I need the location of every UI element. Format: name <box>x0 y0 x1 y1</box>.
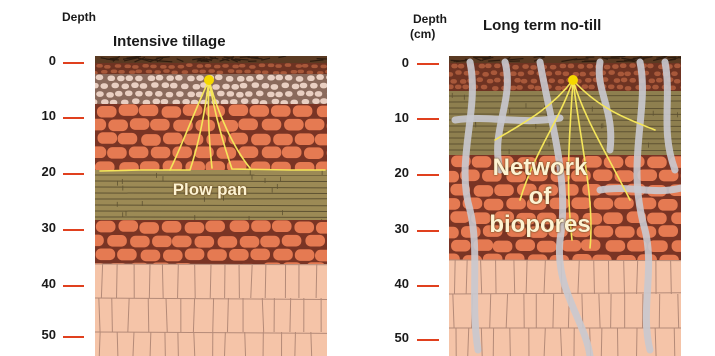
right-depth-unit: (cm) <box>410 27 435 41</box>
left-tick-0: 0 <box>22 53 56 68</box>
right-tick-50: 50 <box>375 330 409 345</box>
plow-pan-label: Plow pan <box>150 180 270 200</box>
left-tick-40: 40 <box>22 276 56 291</box>
intensive-tillage-profile <box>84 56 348 356</box>
left-tick-30: 30 <box>22 220 56 235</box>
right-tick-40: 40 <box>375 276 409 291</box>
right-tick-30: 30 <box>375 221 409 236</box>
right-tick-0: 0 <box>375 55 409 70</box>
right-depth-header: Depth <box>413 12 447 26</box>
biopore-label-line2: of <box>470 183 610 211</box>
seed-left <box>204 75 214 85</box>
left-tick-50: 50 <box>22 327 56 342</box>
right-tick-20: 20 <box>375 165 409 180</box>
right-panel-title: Long term no-till <box>483 17 601 34</box>
biopore-channel-8 <box>600 188 681 191</box>
biopore-label-line3: biopores <box>470 211 610 239</box>
biopore-label-line1: Network <box>470 154 610 182</box>
seed-right <box>568 75 578 85</box>
left-tick-10: 10 <box>22 108 56 123</box>
left-tick-20: 20 <box>22 164 56 179</box>
biopore-channel-7 <box>455 118 560 121</box>
left-panel-title: Intensive tillage <box>113 33 226 50</box>
right-tick-10: 10 <box>375 110 409 125</box>
left-depth-header: Depth <box>62 10 96 24</box>
